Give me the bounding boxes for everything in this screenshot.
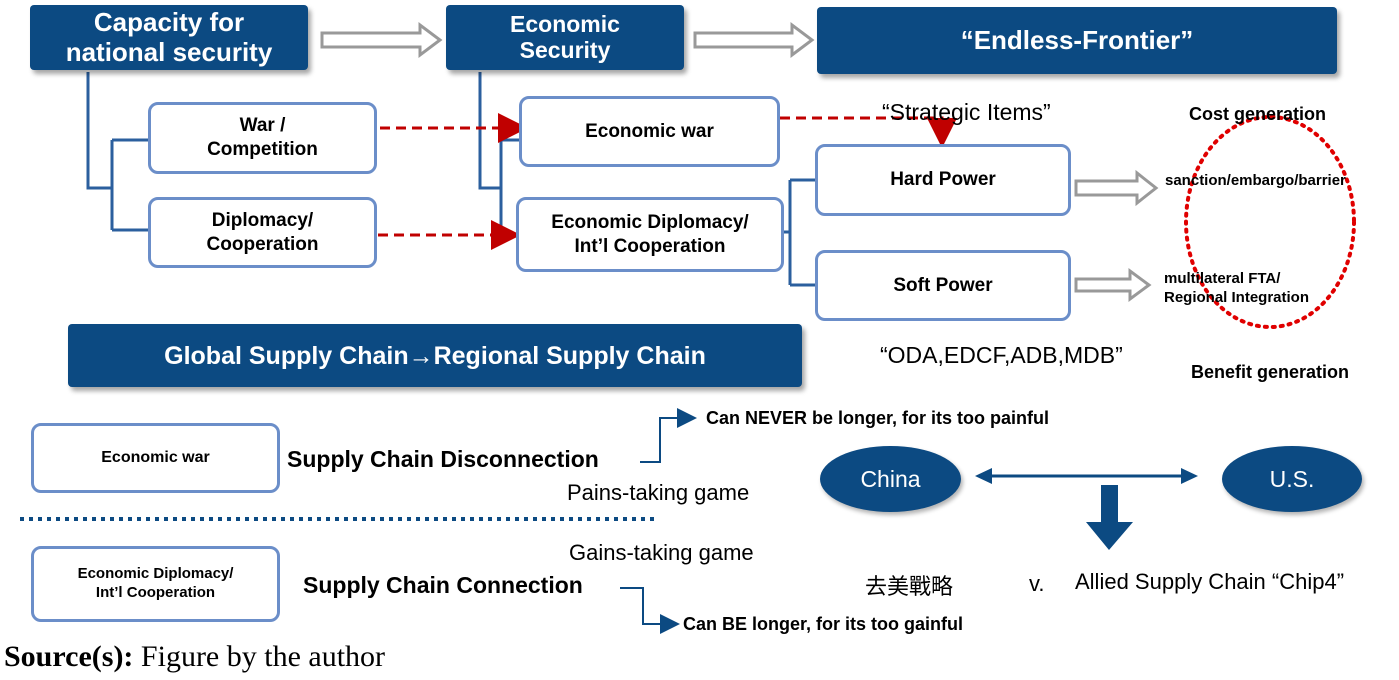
be-longer-label: Can BE longer, for its too gainful xyxy=(683,614,964,634)
block-arrow-soft xyxy=(1074,268,1152,302)
connection-label: Supply Chain Connection xyxy=(303,572,583,598)
source-text: Figure by the author xyxy=(133,640,386,673)
capacity-tree-connector xyxy=(86,72,148,232)
economic-security-tree-connector xyxy=(478,72,519,237)
cost-circle xyxy=(1184,115,1356,329)
supply-chain-banner-label: Global Supply Chain→Regional Supply Chai… xyxy=(164,341,706,370)
supply-economic-diplomacy-box: Economic Diplomacy/ Int’l Cooperation xyxy=(31,546,280,622)
down-arrow xyxy=(1086,485,1133,550)
never-longer-label: Can NEVER be longer, for its too painful xyxy=(706,408,1050,428)
us-oval: U.S. xyxy=(1222,446,1362,512)
gains-game-label: Gains-taking game xyxy=(569,540,754,565)
block-arrow-2 xyxy=(693,22,815,58)
economic-war-label: Economic war xyxy=(585,120,714,142)
be-longer-arrow xyxy=(620,587,680,634)
source-label: Source(s): xyxy=(4,640,134,673)
diplomacy-cooperation-label: Diplomacy/ Cooperation xyxy=(206,209,319,255)
endless-frontier-banner: “Endless-Frontier” xyxy=(817,7,1337,74)
benefit-generation-label: Benefit generation xyxy=(1191,362,1350,382)
war-competition-label: War / Competition xyxy=(207,115,318,160)
china-oval: China xyxy=(820,446,961,512)
multilateral-label: multilateral FTA/ Regional Integration xyxy=(1164,270,1310,306)
soft-power-label: Soft Power xyxy=(893,274,993,296)
supply-economic-war-label: Economic war xyxy=(101,449,210,466)
source-caption: Source(s): Figure by the author xyxy=(4,640,385,674)
china-label: China xyxy=(860,465,921,492)
block-arrow-hard xyxy=(1074,169,1159,207)
capacity-banner: Capacity for national security xyxy=(30,5,308,70)
oda-label: “ODA,EDCF,ADB,MDB” xyxy=(880,342,1123,368)
versus-label: v. xyxy=(1029,571,1045,596)
strategic-items-label: “Strategic Items” xyxy=(882,99,1051,125)
endless-frontier-label: “Endless-Frontier” xyxy=(960,24,1194,55)
economic-security-label: Economic Security xyxy=(510,10,620,63)
war-competition-box: War / Competition xyxy=(148,102,377,174)
supply-economic-diplomacy-label: Economic Diplomacy/ Int’l Cooperation xyxy=(77,565,234,601)
diplomacy-cooperation-box: Diplomacy/ Cooperation xyxy=(148,197,377,268)
economic-security-banner: Economic Security xyxy=(446,5,684,70)
allied-chip4-label: Allied Supply Chain “Chip4” xyxy=(1075,569,1345,594)
sanction-label: sanction/embargo/barrier xyxy=(1165,172,1346,189)
soft-power-box: Soft Power xyxy=(815,250,1071,321)
us-label: U.S. xyxy=(1269,465,1315,492)
supply-chain-banner: Global Supply Chain→Regional Supply Chai… xyxy=(68,324,802,387)
economic-diplomacy-box: Economic Diplomacy/ Int’l Cooperation xyxy=(516,197,784,272)
cost-generation-label: Cost generation xyxy=(1189,104,1327,124)
disconnection-label: Supply Chain Disconnection xyxy=(287,446,599,472)
pains-game-label: Pains-taking game xyxy=(567,480,750,505)
china-us-double-arrow xyxy=(975,468,1198,484)
never-longer-arrow xyxy=(640,408,697,463)
capacity-banner-label: Capacity for national security xyxy=(65,7,273,67)
china-strategy-label: 去美戰略 xyxy=(865,574,954,599)
hard-power-box: Hard Power xyxy=(815,144,1071,216)
economic-war-box: Economic war xyxy=(519,96,780,167)
supply-economic-war-box: Economic war xyxy=(31,423,280,493)
dashed-arrow-strategic xyxy=(780,116,957,148)
hard-power-label: Hard Power xyxy=(890,169,996,191)
economic-diplomacy-label: Economic Diplomacy/ Int’l Cooperation xyxy=(551,211,749,257)
block-arrow-1 xyxy=(320,22,443,58)
